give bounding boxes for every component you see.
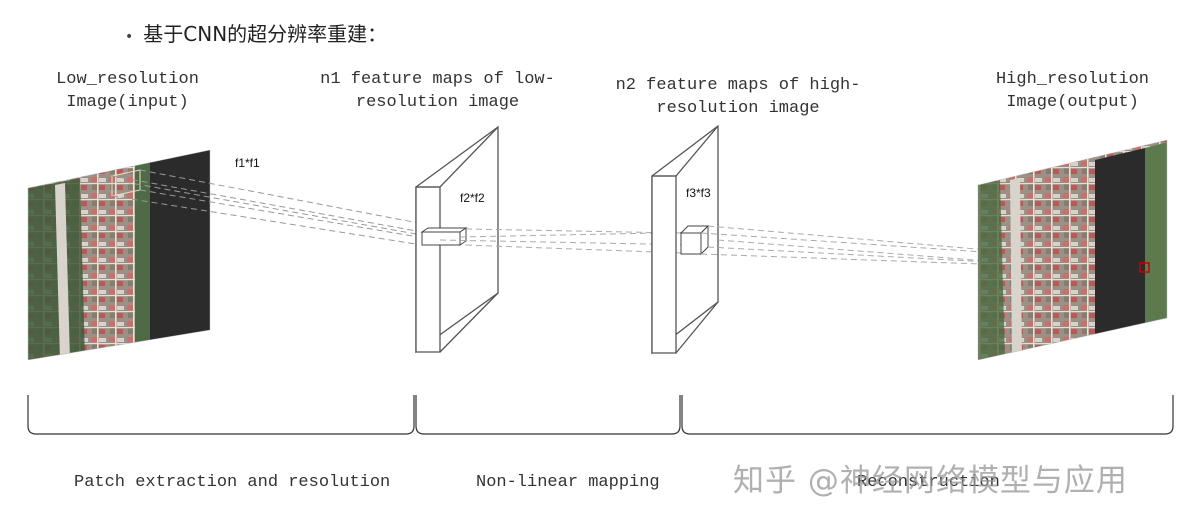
kernel-box-1 — [420, 227, 468, 246]
bullet-icon: • — [125, 29, 134, 45]
input-label: Low_resolution Image(input) — [56, 70, 199, 112]
kernel-label-2: f2*f2 — [460, 191, 485, 205]
layer1-label: n1 feature maps of low- resolution image — [320, 70, 555, 112]
stage-nonlinear-mapping: Non-linear mapping — [476, 473, 660, 492]
watermark: 知乎 @神经网络模型与应用 — [733, 463, 1128, 499]
projection-lines-2 — [439, 228, 709, 254]
kernel-label-1: f1*f1 — [235, 156, 260, 170]
high-resolution-image — [978, 140, 1167, 360]
stage-braces — [27, 395, 1174, 435]
stage-reconstruction: Reconstruction — [857, 473, 1000, 492]
feature-maps-layer2 — [651, 124, 719, 355]
kernel-box-2 — [679, 224, 710, 256]
kernel-label-3: f3*f3 — [686, 186, 711, 200]
output-pixel — [1139, 262, 1150, 273]
heading-text: 基于CNN的超分辨率重建： — [143, 22, 388, 46]
projection-lines-1 — [111, 169, 467, 246]
heading: • 基于CNN的超分辨率重建： — [125, 18, 387, 47]
layer2-label: n2 feature maps of high- resolution imag… — [615, 76, 861, 118]
output-label: High_resolution Image(output) — [995, 70, 1150, 112]
low-resolution-image — [28, 150, 210, 360]
stage-patch-extraction: Patch extraction and resolution — [74, 473, 391, 492]
